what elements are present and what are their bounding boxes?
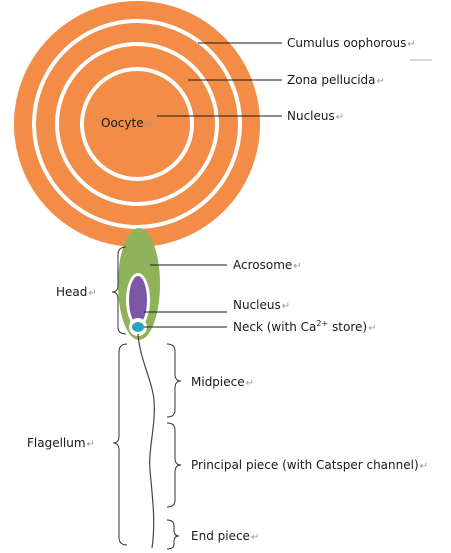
- neck-label: Neck (with Ca2+ store)↵: [233, 319, 377, 335]
- paragraph-mark: ↵: [407, 39, 416, 50]
- flagellum-brace: [112, 343, 128, 546]
- paragraph-mark: ↵: [86, 439, 95, 450]
- cumulus-oophorous-layer: [14, 1, 260, 247]
- acrosome-label: Acrosome↵: [233, 258, 302, 272]
- paragraph-mark: ↵: [335, 112, 345, 123]
- calcium-superscript: 2+: [316, 319, 329, 328]
- head-brace: [111, 246, 127, 335]
- oocyte-nucleus-ring: [80, 67, 194, 181]
- cumulus-oophorous-label: Cumulus oophorous↵: [287, 36, 416, 50]
- midpiece-brace: [166, 343, 182, 418]
- end-piece-label: End piece↵: [191, 529, 260, 543]
- sperm-nucleus-inner: [129, 276, 147, 324]
- paragraph-mark: ↵: [281, 301, 291, 312]
- principal-piece-brace: [166, 422, 182, 508]
- paragraph-mark: ↵: [245, 378, 255, 389]
- paragraph-mark: ↵: [376, 76, 385, 87]
- oocyte-center-label: Oocyte↵: [101, 116, 153, 130]
- flagellum-tail: [137, 333, 155, 549]
- flagellum-label: Flagellum↵: [27, 436, 95, 450]
- end-piece-brace: [166, 519, 180, 550]
- neck-shape: [132, 322, 144, 332]
- zona-pellucida-label: Zona pellucida↵: [287, 73, 385, 87]
- zona-pellucida-ring-outer: [32, 19, 242, 229]
- oocyte-nucleus-label: Nucleus↵: [287, 109, 345, 123]
- midpiece-label: Midpiece↵: [191, 375, 255, 389]
- sperm-nucleus-label: Nucleus↵: [233, 298, 291, 312]
- paragraph-mark: ↵: [293, 261, 302, 272]
- paragraph-mark: ↵: [88, 288, 97, 299]
- principal-piece-label: Principal piece (with Catsper channel)↵: [191, 458, 429, 472]
- paragraph-mark: ↵: [250, 532, 260, 543]
- head-label: Head↵: [56, 285, 97, 299]
- paragraph-mark: ↵: [144, 119, 153, 130]
- zona-pellucida-ring-inner: [55, 42, 219, 206]
- paragraph-mark: ↵: [368, 323, 377, 334]
- paragraph-mark: ↵: [419, 461, 429, 472]
